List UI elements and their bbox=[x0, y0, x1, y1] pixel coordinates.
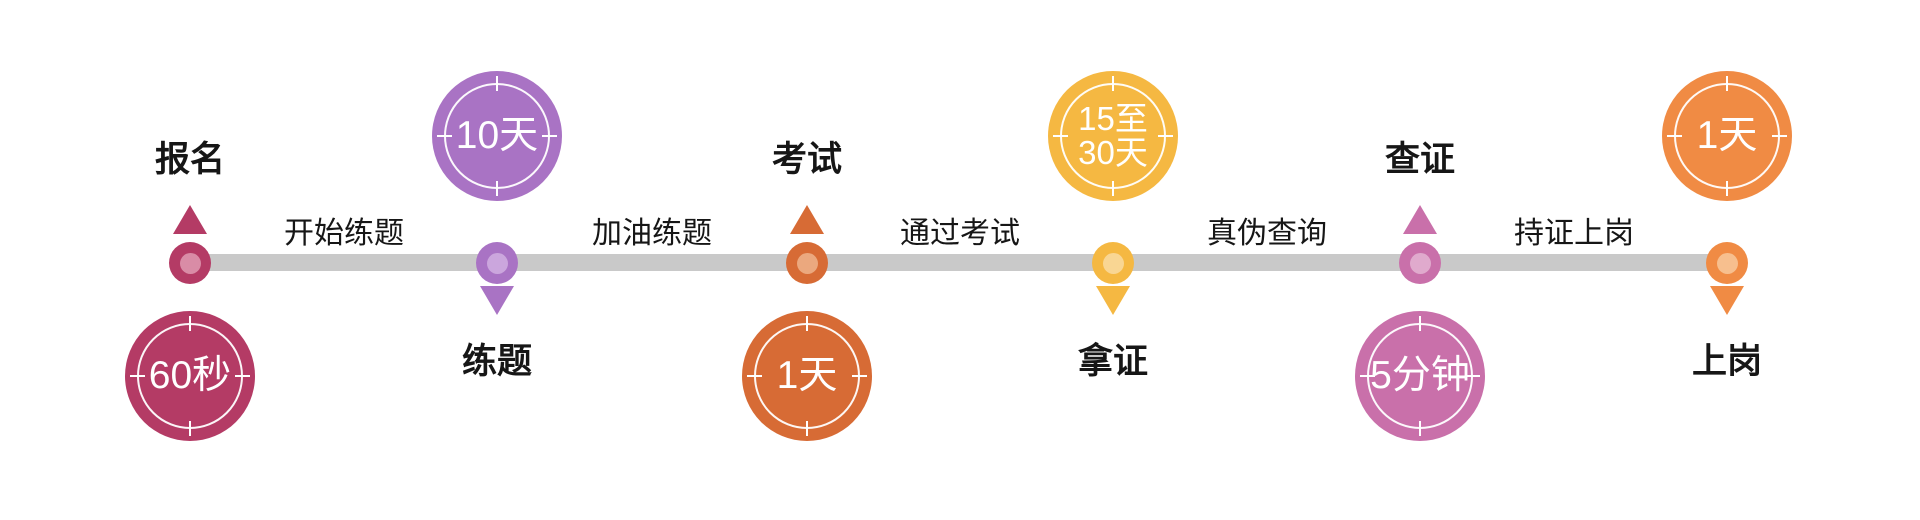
step-node-baoming: 报名 60秒 bbox=[80, 0, 300, 520]
timeline-dot-inner bbox=[1102, 252, 1124, 274]
timeline-dot-inner bbox=[796, 252, 818, 274]
step-label: 上岗 bbox=[1691, 342, 1762, 381]
duration-text: 1天 bbox=[742, 311, 872, 441]
clock-tick-icon bbox=[1726, 181, 1728, 196]
triangle-down-icon bbox=[480, 286, 514, 315]
triangle-up-icon bbox=[790, 205, 824, 234]
triangle-down-icon bbox=[1096, 286, 1130, 315]
clock-tick-icon bbox=[189, 421, 191, 436]
triangle-down-icon bbox=[1710, 286, 1744, 315]
step-label: 报名 bbox=[154, 140, 225, 179]
step-label: 查证 bbox=[1384, 140, 1455, 179]
clock-tick-icon bbox=[747, 375, 762, 377]
timeline-line bbox=[188, 254, 1728, 271]
duration-text: 5分钟 bbox=[1355, 311, 1485, 441]
connector-label: 真伪查询 bbox=[1207, 217, 1327, 250]
clock-tick-icon bbox=[806, 421, 808, 436]
triangle-up-icon bbox=[173, 205, 207, 234]
duration-text: 60秒 bbox=[125, 311, 255, 441]
duration-text: 10天 bbox=[432, 71, 562, 201]
timeline-dot-inner bbox=[179, 252, 201, 274]
timeline-dot-icon bbox=[1092, 242, 1134, 284]
clock-tick-icon bbox=[496, 181, 498, 196]
clock-tick-icon bbox=[1772, 135, 1787, 137]
timeline-dot-icon bbox=[786, 242, 828, 284]
connector-label: 开始练题 bbox=[284, 217, 404, 250]
clock-tick-icon bbox=[1726, 76, 1728, 91]
clock-tick-icon bbox=[1419, 316, 1421, 331]
clock-tick-icon bbox=[1112, 181, 1114, 196]
timeline-dot-icon bbox=[476, 242, 518, 284]
connector-label: 加油练题 bbox=[592, 217, 712, 250]
clock-badge: 1天 bbox=[742, 311, 872, 441]
step-node-lianti: 练题 10天 bbox=[387, 0, 607, 520]
duration-text: 15至 30天 bbox=[1048, 71, 1178, 201]
step-label: 考试 bbox=[771, 140, 842, 179]
clock-tick-icon bbox=[1112, 76, 1114, 91]
clock-tick-icon bbox=[189, 316, 191, 331]
clock-tick-icon bbox=[1465, 375, 1480, 377]
timeline-dot-icon bbox=[169, 242, 211, 284]
triangle-up-icon bbox=[1403, 205, 1437, 234]
duration-line: 15至 bbox=[1078, 99, 1148, 137]
timeline-dot-inner bbox=[1409, 252, 1431, 274]
clock-tick-icon bbox=[1360, 375, 1375, 377]
clock-tick-icon bbox=[130, 375, 145, 377]
clock-tick-icon bbox=[235, 375, 250, 377]
duration-line: 60秒 bbox=[148, 353, 232, 397]
clock-badge: 1天 bbox=[1662, 71, 1792, 201]
duration-line: 30天 bbox=[1078, 134, 1148, 171]
timeline-dot-inner bbox=[486, 252, 508, 274]
step-node-chazheng: 查证 5分钟 bbox=[1310, 0, 1530, 520]
clock-badge: 5分钟 bbox=[1355, 311, 1485, 441]
duration-line: 1天 bbox=[776, 353, 838, 397]
duration-line: 5分钟 bbox=[1370, 353, 1470, 397]
connector-label: 持证上岗 bbox=[1514, 217, 1634, 250]
clock-tick-icon bbox=[1053, 135, 1068, 137]
clock-tick-icon bbox=[496, 76, 498, 91]
step-label: 拿证 bbox=[1077, 342, 1148, 381]
step-node-nazheng: 拿证 15至 30天 bbox=[1003, 0, 1223, 520]
step-node-kaoshi: 考试 1天 bbox=[697, 0, 917, 520]
timeline-dot-icon bbox=[1706, 242, 1748, 284]
duration-line: 1天 bbox=[1696, 113, 1758, 157]
clock-tick-icon bbox=[437, 135, 452, 137]
clock-tick-icon bbox=[1419, 421, 1421, 436]
clock-tick-icon bbox=[852, 375, 867, 377]
duration-line: 10天 bbox=[455, 113, 539, 157]
clock-badge: 15至 30天 bbox=[1048, 71, 1178, 201]
duration-text: 1天 bbox=[1662, 71, 1792, 201]
clock-tick-icon bbox=[1667, 135, 1682, 137]
timeline-dot-inner bbox=[1716, 252, 1738, 274]
step-node-shanggang: 上岗 1天 bbox=[1617, 0, 1837, 520]
timeline-dot-icon bbox=[1399, 242, 1441, 284]
connector-label: 通过考试 bbox=[900, 217, 1020, 250]
clock-tick-icon bbox=[806, 316, 808, 331]
clock-badge: 60秒 bbox=[125, 311, 255, 441]
clock-tick-icon bbox=[542, 135, 557, 137]
clock-badge: 10天 bbox=[432, 71, 562, 201]
step-label: 练题 bbox=[461, 342, 532, 381]
clock-tick-icon bbox=[1158, 135, 1173, 137]
